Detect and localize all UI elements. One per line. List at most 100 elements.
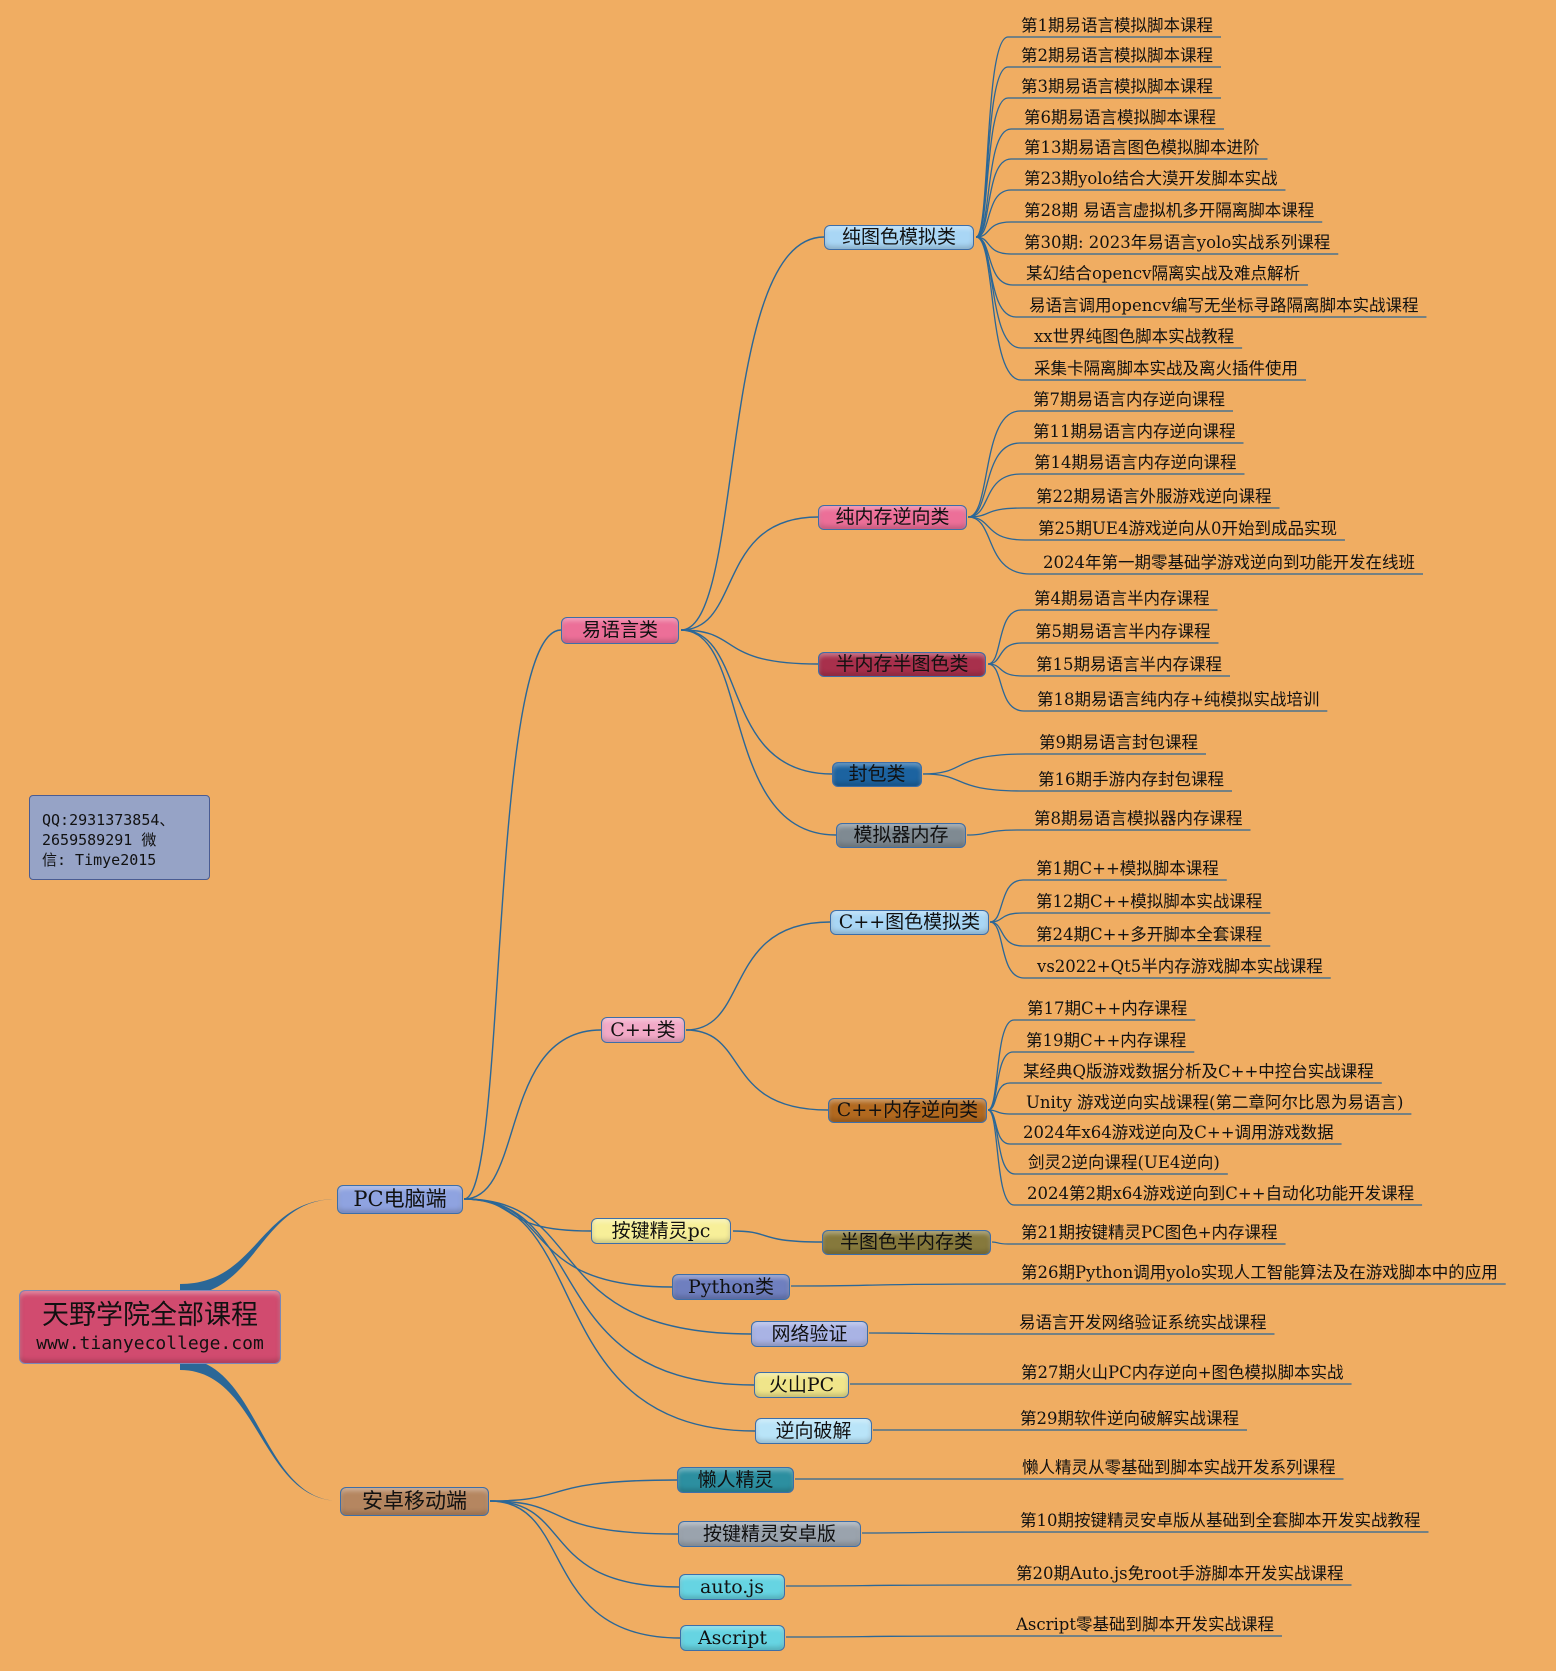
connector-line [967, 516, 1026, 541]
node-cpp-memory[interactable]: C++内存逆向类 [828, 1098, 987, 1123]
connector-line [463, 1198, 592, 1232]
course-item[interactable]: 第7期易语言内存逆向课程 [1033, 390, 1225, 409]
course-item[interactable]: 2024年x64游戏逆向及C++调用游戏数据 [1023, 1123, 1334, 1142]
node-packet[interactable]: 封包类 [832, 762, 922, 787]
node-huoshan[interactable]: 火山PC [754, 1372, 849, 1398]
course-item[interactable]: 第1期C++模拟脚本课程 [1036, 859, 1219, 878]
course-item[interactable]: vs2022+Qt5半内存游戏脚本实战课程 [1037, 957, 1323, 976]
node-reverse[interactable]: 逆向破解 [755, 1418, 872, 1444]
node-autojs[interactable]: auto.js [679, 1574, 785, 1600]
course-item[interactable]: 第18期易语言纯内存+纯模拟实战培训 [1037, 690, 1320, 709]
course-item[interactable]: 采集卡隔离脚本实战及离火插件使用 [1034, 359, 1298, 378]
course-item[interactable]: xx世界纯图色脚本实战教程 [1034, 327, 1235, 346]
course-item[interactable]: 第15期易语言半内存课程 [1036, 655, 1222, 674]
course-item[interactable]: Ascript零基础到脚本开发实战课程 [1016, 1615, 1274, 1634]
node-python[interactable]: Python类 [672, 1274, 790, 1300]
course-item[interactable]: 第6期易语言模拟脚本课程 [1024, 108, 1216, 127]
connector-line [975, 221, 1012, 238]
connector-line [987, 1019, 1015, 1111]
course-item[interactable]: 第4期易语言半内存课程 [1034, 589, 1210, 608]
connector-line [489, 1500, 680, 1588]
node-netauth[interactable]: 网络验证 [751, 1321, 868, 1347]
course-item[interactable]: 第1期易语言模拟脚本课程 [1021, 16, 1213, 35]
node-emulator[interactable]: 模拟器内存 [836, 823, 966, 848]
connector-line [685, 1029, 829, 1111]
connector-line [966, 829, 1022, 836]
connector-line [967, 473, 1022, 518]
course-item[interactable]: 某幻结合opencv隔离实战及难点解析 [1026, 264, 1300, 283]
connector-line [987, 1082, 1011, 1111]
node-ajjl-android[interactable]: 按键精灵安卓版 [678, 1521, 861, 1547]
connector-line [922, 753, 1027, 775]
root-connector [180, 1199, 337, 1296]
course-item[interactable]: 易语言调用opencv编写无坐标寻路隔离脚本实战课程 [1029, 296, 1419, 315]
node-lanren[interactable]: 懒人精灵 [677, 1467, 794, 1493]
connector-line [463, 1198, 756, 1432]
course-item[interactable]: 第2期易语言模拟脚本课程 [1021, 46, 1213, 65]
connector-line [975, 236, 1014, 286]
node-pure-color[interactable]: 纯图色模拟类 [824, 225, 974, 250]
connector-line [987, 1109, 1016, 1175]
connector-line [861, 1531, 1008, 1534]
course-item[interactable]: 易语言开发网络验证系统实战课程 [1019, 1313, 1267, 1332]
connector-line [489, 1500, 681, 1639]
course-item[interactable]: 第9期易语言封包课程 [1039, 733, 1198, 752]
course-item[interactable]: 第12期C++模拟脚本实战课程 [1036, 892, 1263, 911]
root-connector [180, 1358, 340, 1501]
root-website: www.tianyecollege.com [36, 1332, 264, 1354]
course-item[interactable]: 第20期Auto.js免root手游脚本开发实战课程 [1016, 1564, 1344, 1583]
course-item[interactable]: 第25期UE4游戏逆向从0开始到成品实现 [1038, 519, 1337, 538]
node-half[interactable]: 半内存半图色类 [818, 652, 986, 677]
node-ajjl-pc[interactable]: 按键精灵pc [591, 1218, 731, 1244]
node-cpp[interactable]: C++类 [601, 1017, 685, 1043]
connector-line [463, 1198, 755, 1386]
course-item[interactable]: 2024年第一期零基础学游戏逆向到功能开发在线班 [1043, 553, 1415, 572]
course-item[interactable]: 剑灵2逆向课程(UE4逆向) [1028, 1153, 1220, 1172]
node-pc[interactable]: PC电脑端 [337, 1185, 463, 1214]
course-item[interactable]: 懒人精灵从零基础到脚本实战开发系列课程 [1022, 1458, 1336, 1477]
connector-line [989, 921, 1025, 979]
connector-line [680, 629, 837, 836]
connector-line [785, 1635, 1004, 1638]
course-item[interactable]: 第26期Python调用yolo实现人工智能算法及在游戏脚本中的应用 [1021, 1263, 1498, 1282]
course-item[interactable]: 第14期易语言内存逆向课程 [1034, 453, 1237, 472]
connector-line [967, 410, 1021, 518]
connector-line [975, 128, 1012, 238]
node-cpp-color[interactable]: C++图色模拟类 [830, 910, 989, 935]
course-item[interactable]: 2024第2期x64游戏逆向到C++自动化功能开发课程 [1027, 1184, 1415, 1203]
course-item[interactable]: Unity 游戏逆向实战课程(第二章阿尔比恩为易语言) [1026, 1093, 1404, 1112]
connector-line [987, 1051, 1014, 1111]
course-item[interactable]: 第10期按键精灵安卓版从基础到全套脚本开发实战教程 [1020, 1511, 1421, 1530]
course-item[interactable]: 第13期易语言图色模拟脚本进阶 [1024, 138, 1260, 157]
connector-line [967, 507, 1024, 518]
connector-line [732, 1230, 823, 1243]
connector-line [463, 1198, 752, 1335]
node-half-sub[interactable]: 半图色半内存类 [822, 1230, 991, 1255]
course-item[interactable]: 第28期 易语言虚拟机多开隔离脚本课程 [1024, 201, 1315, 220]
connector-line [987, 1109, 1011, 1145]
connector-line [922, 773, 1026, 792]
connector-line [785, 1584, 1004, 1587]
node-yi[interactable]: 易语言类 [561, 617, 679, 644]
course-item[interactable]: 第22期易语言外服游戏逆向课程 [1036, 487, 1272, 506]
course-item[interactable]: 第5期易语言半内存课程 [1035, 622, 1211, 641]
root-node[interactable]: 天野学院全部课程 www.tianyecollege.com [19, 1290, 281, 1364]
course-item[interactable]: 第30期: 2023年易语言yolo实战系列课程 [1024, 233, 1331, 252]
connector-line [489, 1479, 678, 1502]
course-item[interactable]: 第21期按键精灵PC图色+内存课程 [1021, 1223, 1278, 1242]
course-item[interactable]: 第17期C++内存课程 [1027, 999, 1188, 1018]
course-item[interactable]: 第29期软件逆向破解实战课程 [1020, 1409, 1239, 1428]
course-item[interactable]: 第11期易语言内存逆向课程 [1033, 422, 1236, 441]
course-item[interactable]: 第16期手游内存封包课程 [1038, 770, 1224, 789]
course-item[interactable]: 某经典Q版游戏数据分析及C++中控台实战课程 [1023, 1062, 1374, 1081]
course-item[interactable]: 第8期易语言模拟器内存课程 [1034, 809, 1243, 828]
node-ascript[interactable]: Ascript [680, 1625, 785, 1651]
course-item[interactable]: 第19期C++内存课程 [1026, 1031, 1187, 1050]
course-item[interactable]: 第27期火山PC内存逆向+图色模拟脚本实战 [1021, 1363, 1344, 1382]
connector-line [989, 912, 1024, 923]
course-item[interactable]: 第24期C++多开脚本全套课程 [1036, 925, 1263, 944]
course-item[interactable]: 第23期yolo结合大漠开发脚本实战 [1024, 169, 1278, 188]
node-pure-memory[interactable]: 纯内存逆向类 [818, 505, 967, 530]
course-item[interactable]: 第3期易语言模拟脚本课程 [1021, 77, 1213, 96]
node-android[interactable]: 安卓移动端 [340, 1487, 489, 1516]
